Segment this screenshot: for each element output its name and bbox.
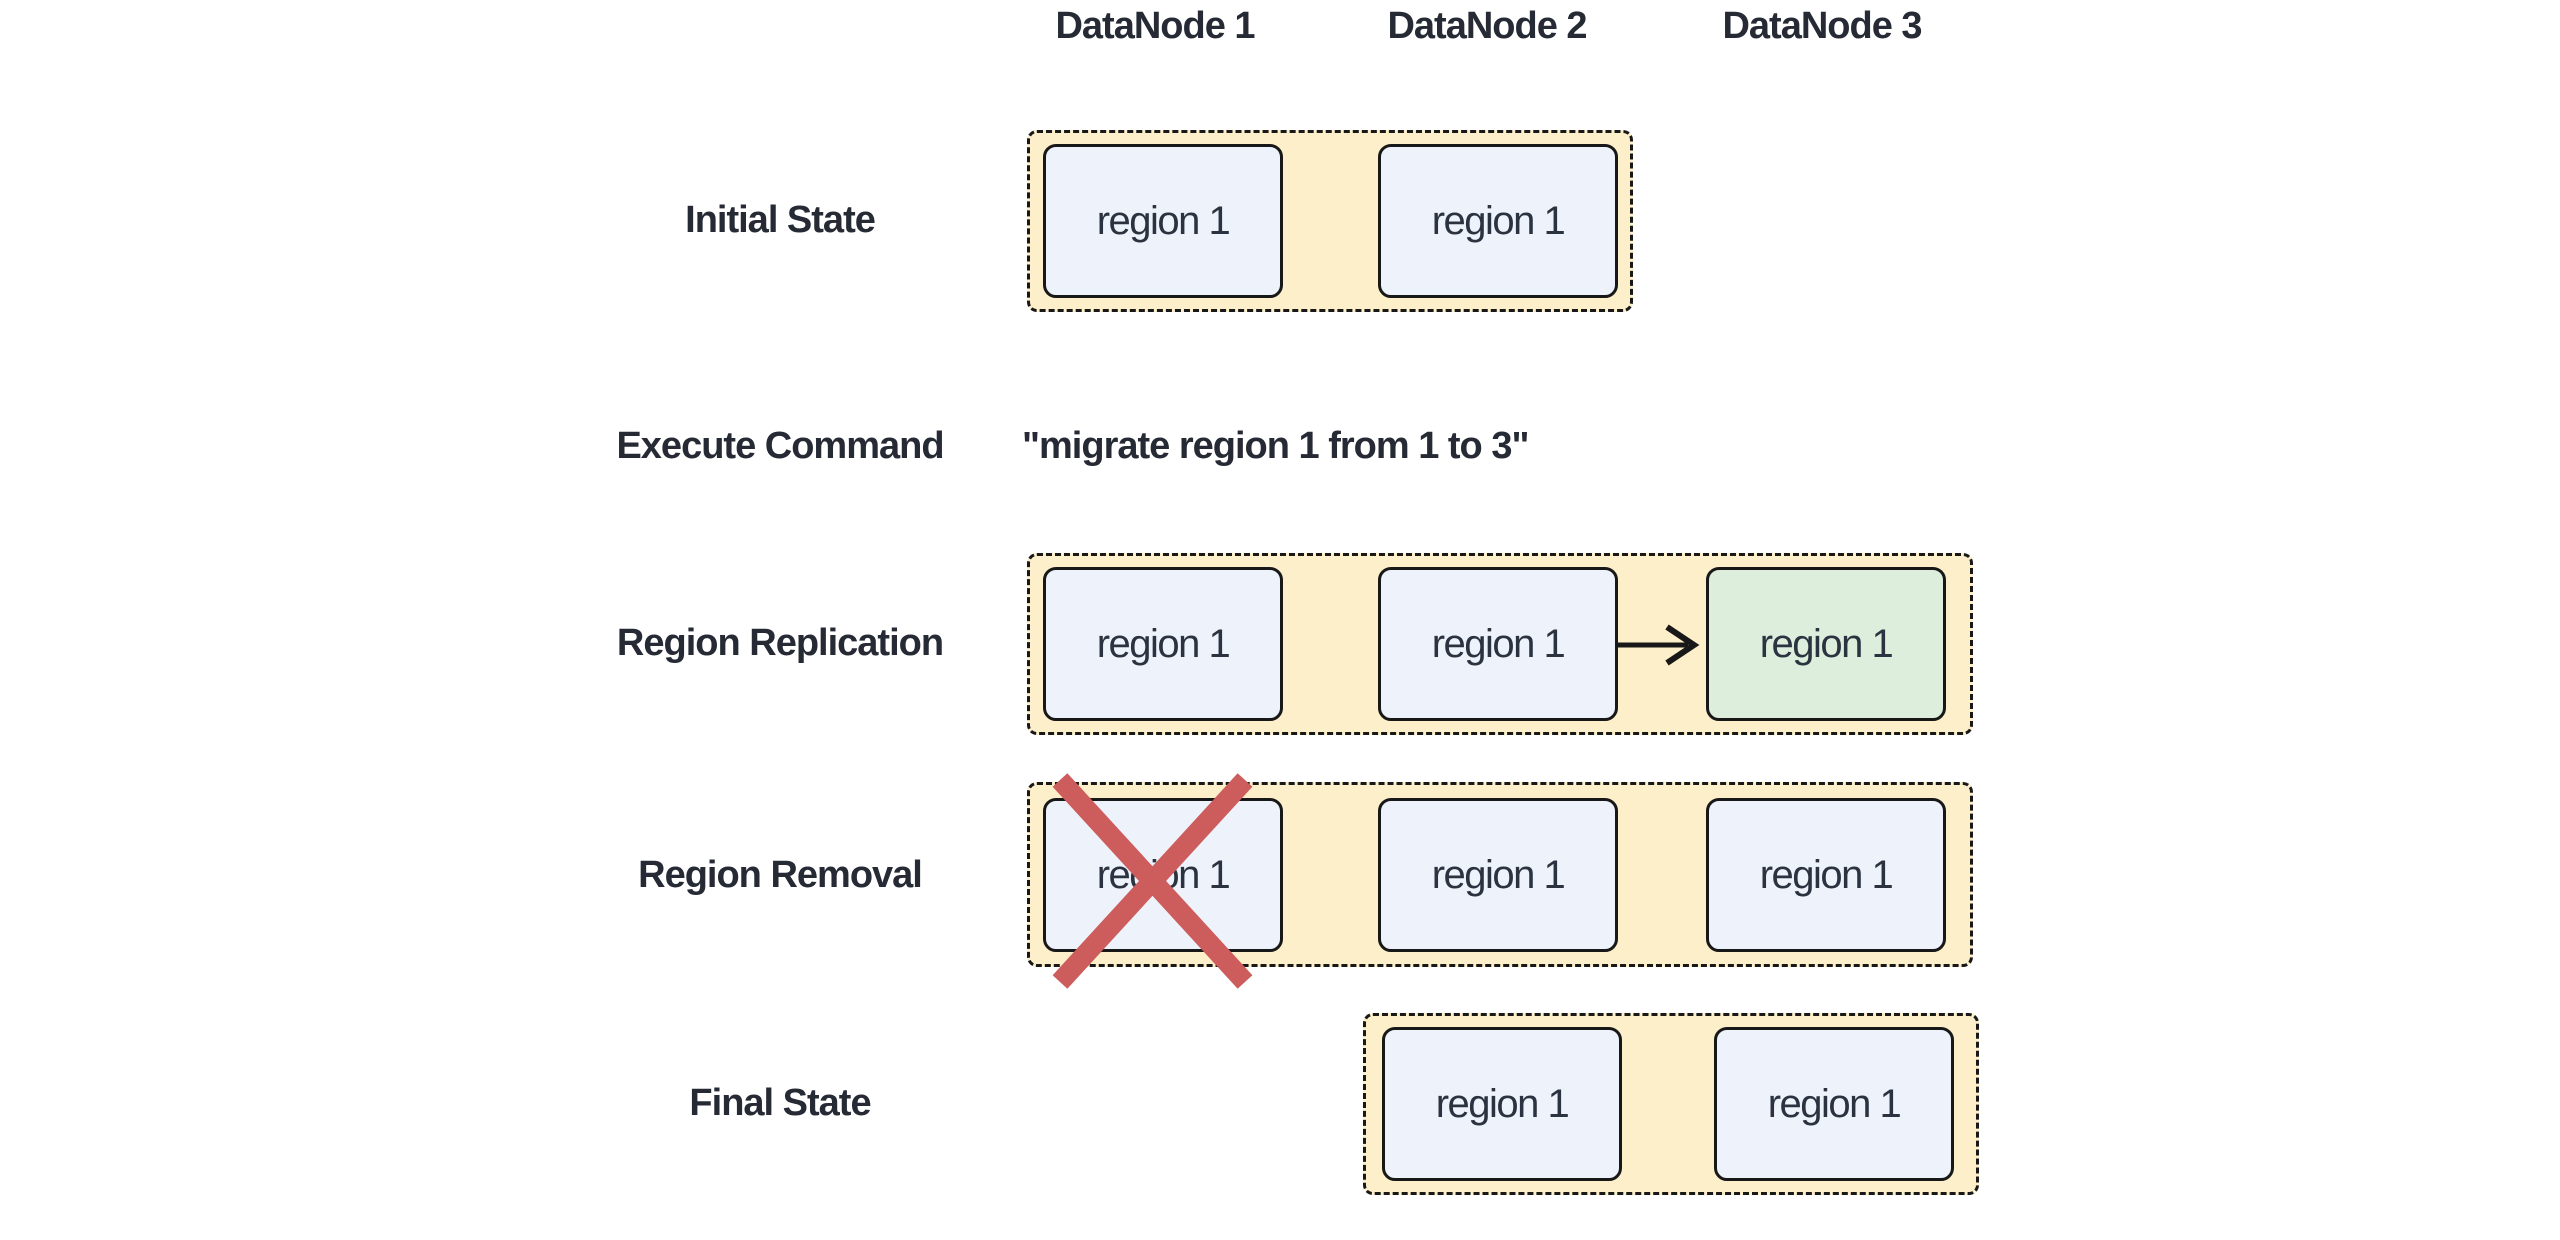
region-box: region 1 <box>1706 798 1946 952</box>
column-header-datanode-1: DataNode 1 <box>1055 5 1255 47</box>
row-label-initial-state: Initial State <box>685 199 876 241</box>
row-label-region-removal: Region Removal <box>638 854 923 896</box>
region-box-removed: region 1 <box>1043 798 1283 952</box>
region-box: region 1 <box>1382 1027 1622 1181</box>
migrate-command-text: "migrate region 1 from 1 to 3" <box>1022 425 1529 467</box>
column-header-datanode-3: DataNode 3 <box>1722 5 1922 47</box>
region-box: region 1 <box>1043 144 1283 298</box>
column-header-datanode-2: DataNode 2 <box>1387 5 1587 47</box>
region-box: region 1 <box>1378 798 1618 952</box>
row-label-region-replication: Region Replication <box>616 622 944 664</box>
region-box: region 1 <box>1378 144 1618 298</box>
region-box: region 1 <box>1043 567 1283 721</box>
region-box: region 1 <box>1714 1027 1954 1181</box>
region-box: region 1 <box>1378 567 1618 721</box>
region-box-new-replica: region 1 <box>1706 567 1946 721</box>
row-label-execute-command: Execute Command <box>616 425 944 467</box>
row-label-final-state: Final State <box>689 1082 871 1124</box>
